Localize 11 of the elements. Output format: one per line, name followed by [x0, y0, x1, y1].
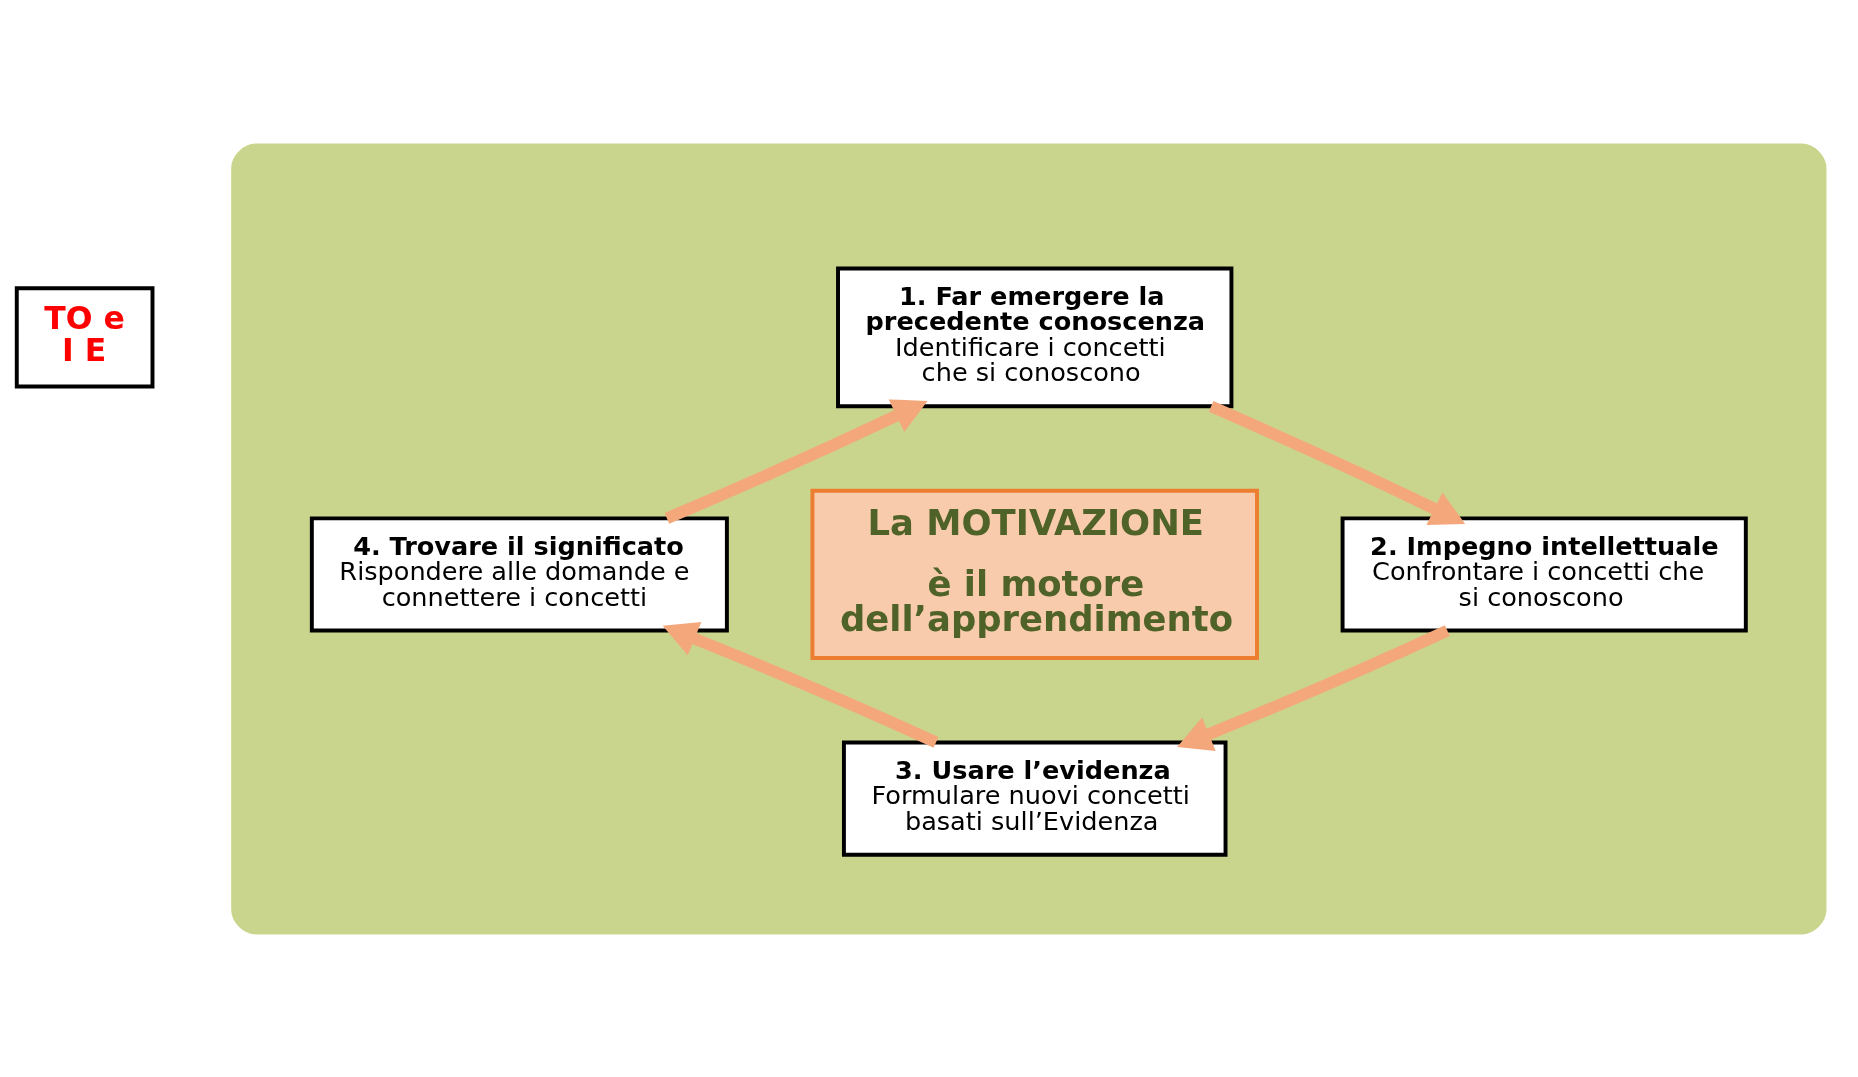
node-box: La MOTIVAZIONE è il motore dell’apprendimento [810, 488, 1259, 660]
arrow [1177, 624, 1450, 751]
cluster [231, 143, 1827, 934]
arrow [1208, 400, 1466, 525]
node-box: 2. Impegno intellettuale Confrontare i concetti che si conoscono [1340, 515, 1748, 632]
node-box: 1. Far emergere la precedente conoscenza Identificare i concetti che si conoscono [836, 266, 1234, 408]
arrow [664, 398, 928, 524]
node-box: 4. Trovare il significato Rispondere alle domande e connettere i concetti [309, 515, 729, 632]
node-box: TO e I E [14, 285, 155, 388]
node-box: 3. Usare l’evidenza Formulare nuovi concetti basati sull’Evidenza [841, 740, 1228, 857]
arrow [662, 621, 939, 748]
